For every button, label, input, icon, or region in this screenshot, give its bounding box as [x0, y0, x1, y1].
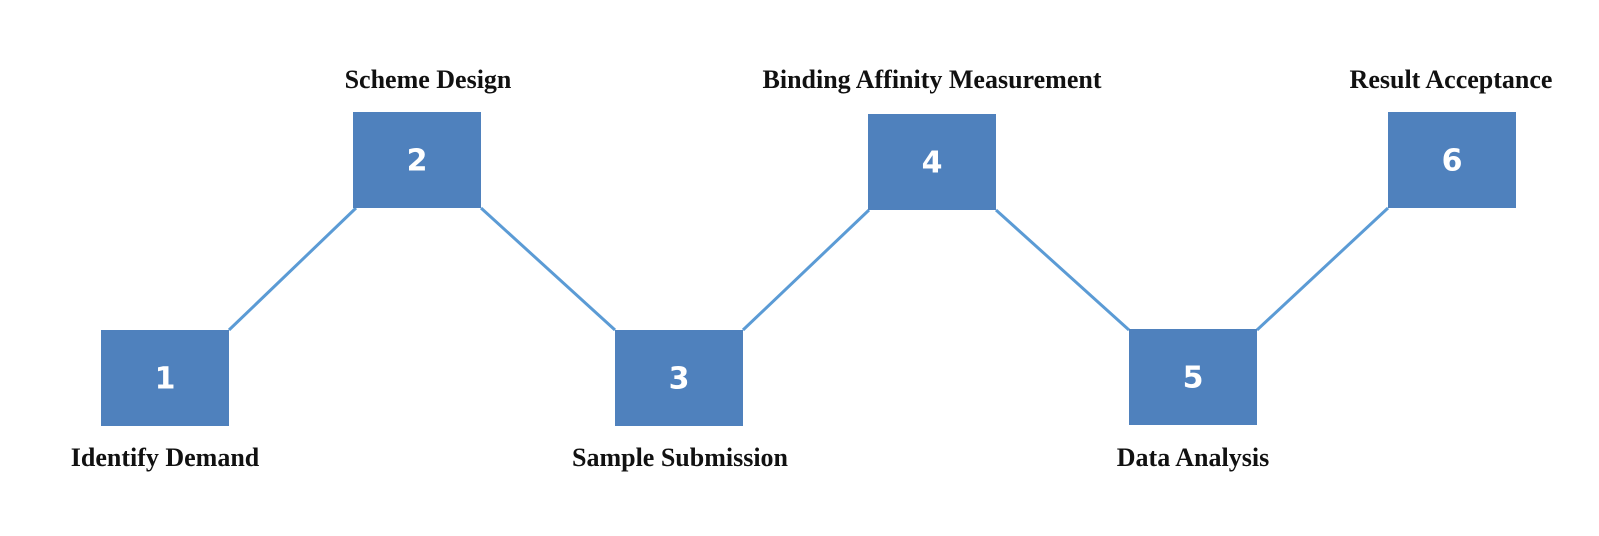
step-3-number: 3: [669, 362, 690, 397]
step-4: 4 Binding Affinity Measurement: [763, 65, 1102, 210]
step-5-label: Data Analysis: [1117, 443, 1269, 472]
step-1-number: 1: [155, 362, 176, 397]
step-5-number: 5: [1183, 361, 1204, 396]
step-4-box: [868, 114, 996, 210]
step-3: 3 Sample Submission: [572, 330, 789, 472]
step-2-label: Scheme Design: [345, 65, 512, 94]
step-5: 5 Data Analysis: [1117, 329, 1269, 472]
step-5-box: [1129, 329, 1257, 425]
step-6: 6 Result Acceptance: [1350, 65, 1553, 208]
step-6-label: Result Acceptance: [1350, 65, 1553, 94]
connector-4-5: [994, 208, 1131, 332]
step-2-box: [353, 112, 481, 208]
connector-3-4: [741, 208, 871, 332]
step-3-box: [615, 330, 743, 426]
step-2-number: 2: [407, 144, 428, 179]
step-1: 1 Identify Demand: [71, 330, 260, 472]
connector-2-3: [479, 206, 617, 332]
connector-5-6: [1255, 206, 1390, 332]
step-3-label: Sample Submission: [572, 443, 789, 472]
step-2: 2 Scheme Design: [345, 65, 512, 208]
step-1-box: [101, 330, 229, 426]
step-4-number: 4: [922, 146, 943, 181]
connector-1-2: [227, 206, 358, 332]
step-4-label: Binding Affinity Measurement: [763, 65, 1102, 94]
step-6-number: 6: [1442, 144, 1463, 179]
step-1-label: Identify Demand: [71, 443, 260, 472]
step-6-box: [1388, 112, 1516, 208]
